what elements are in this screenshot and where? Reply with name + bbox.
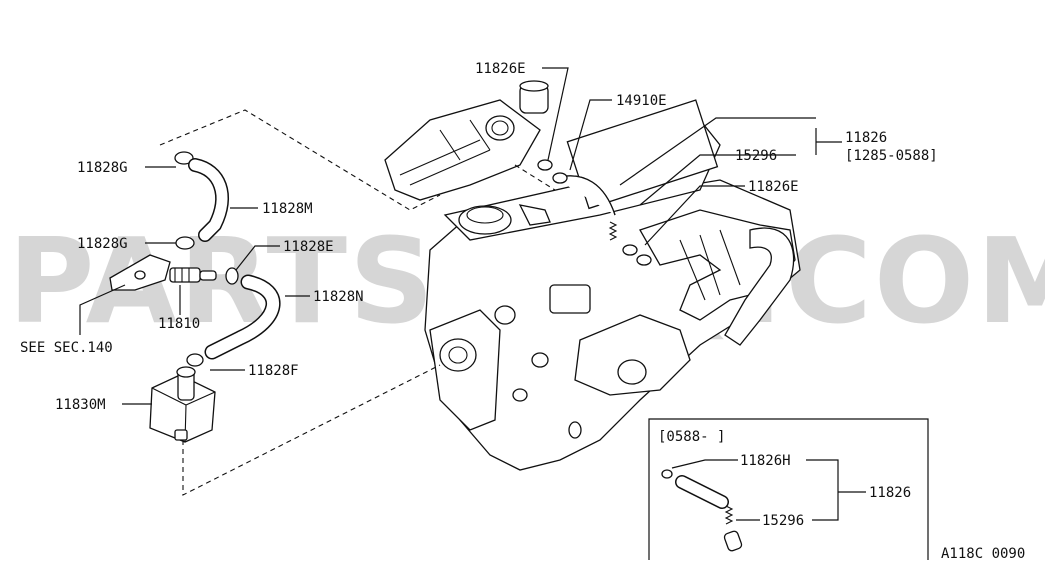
inset-range: [0588- ] bbox=[658, 429, 725, 445]
callout-11826E-top: 11826E bbox=[475, 61, 526, 77]
connection-lines bbox=[159, 109, 556, 496]
left-hose-assembly bbox=[109, 151, 281, 443]
callout-11828G-bottom: 11828G bbox=[77, 236, 128, 252]
callout-range: [1285-0588] bbox=[845, 148, 938, 164]
callout-11826E-right: 11826E bbox=[748, 179, 799, 195]
callout-11828F: 11828F bbox=[248, 363, 299, 379]
callout-11828E: 11828E bbox=[283, 239, 334, 255]
callout-11826: 11826 bbox=[845, 130, 887, 146]
see-section-label: SEE SEC.140 bbox=[20, 340, 113, 356]
inset-callout-15296: 15296 bbox=[762, 513, 804, 529]
callout-11828N: 11828N bbox=[313, 289, 364, 305]
inset-panel: [0588- ] 11826H 11826 15296 bbox=[648, 418, 929, 560]
inset-callout-11826: 11826 bbox=[869, 485, 911, 501]
leader-lines bbox=[79, 67, 842, 405]
callout-labels: 11826E 14910E 11826 [1285-0588] 15296 11… bbox=[20, 61, 938, 413]
callout-11828G-top: 11828G bbox=[77, 160, 128, 176]
callout-14910E: 14910E bbox=[616, 93, 667, 109]
callout-11830M: 11830M bbox=[55, 397, 106, 413]
callout-11810: 11810 bbox=[158, 316, 200, 332]
engine-block bbox=[384, 80, 801, 471]
inset-callout-11826H: 11826H bbox=[740, 453, 791, 469]
callout-15296: 15296 bbox=[735, 148, 777, 164]
diagram-code: A118C 0090 bbox=[941, 546, 1025, 562]
callout-11828M: 11828M bbox=[262, 201, 313, 217]
